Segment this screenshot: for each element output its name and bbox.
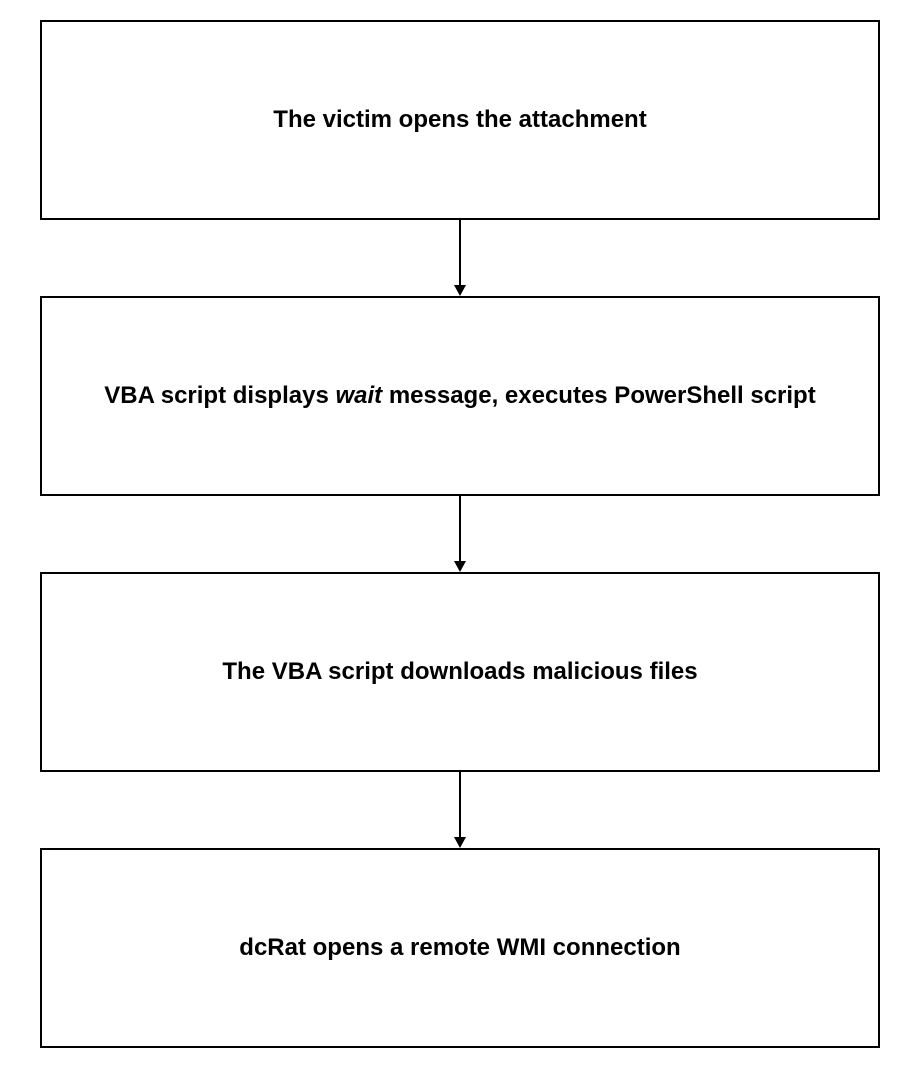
arrowhead-down-icon: [454, 561, 466, 572]
flow-node-vba-downloads-malicious-files: The VBA script downloads malicious files: [40, 572, 880, 772]
label-text: message, executes PowerShell script: [382, 382, 816, 409]
arrow-shaft: [459, 220, 461, 286]
arrowhead-down-icon: [454, 837, 466, 848]
flow-node-label: The VBA script downloads malicious files: [222, 657, 697, 687]
arrow-down-connector: [454, 220, 466, 296]
label-text: dcRat opens a remote WMI connection: [239, 934, 681, 961]
arrow-down-connector: [454, 772, 466, 848]
flow-node-label: dcRat opens a remote WMI connection: [239, 933, 680, 963]
flow-node-label: The victim opens the attachment: [273, 105, 646, 135]
label-text-italic: wait: [335, 382, 383, 409]
label-text: The victim opens the attachment: [273, 106, 647, 133]
flowchart: The victim opens the attachment VBA scri…: [40, 20, 880, 1048]
label-text: The VBA script downloads malicious files: [222, 658, 698, 685]
arrow-down-connector: [454, 496, 466, 572]
flow-node-victim-opens-attachment: The victim opens the attachment: [40, 20, 880, 220]
label-text: VBA script displays: [104, 382, 336, 409]
flow-node-dcrat-opens-wmi-connection: dcRat opens a remote WMI connection: [40, 848, 880, 1048]
arrow-shaft: [459, 772, 461, 838]
arrow-shaft: [459, 496, 461, 562]
flow-node-label: VBA script displays wait message, execut…: [104, 381, 815, 411]
flow-node-vba-displays-wait-message: VBA script displays wait message, execut…: [40, 296, 880, 496]
arrowhead-down-icon: [454, 285, 466, 296]
